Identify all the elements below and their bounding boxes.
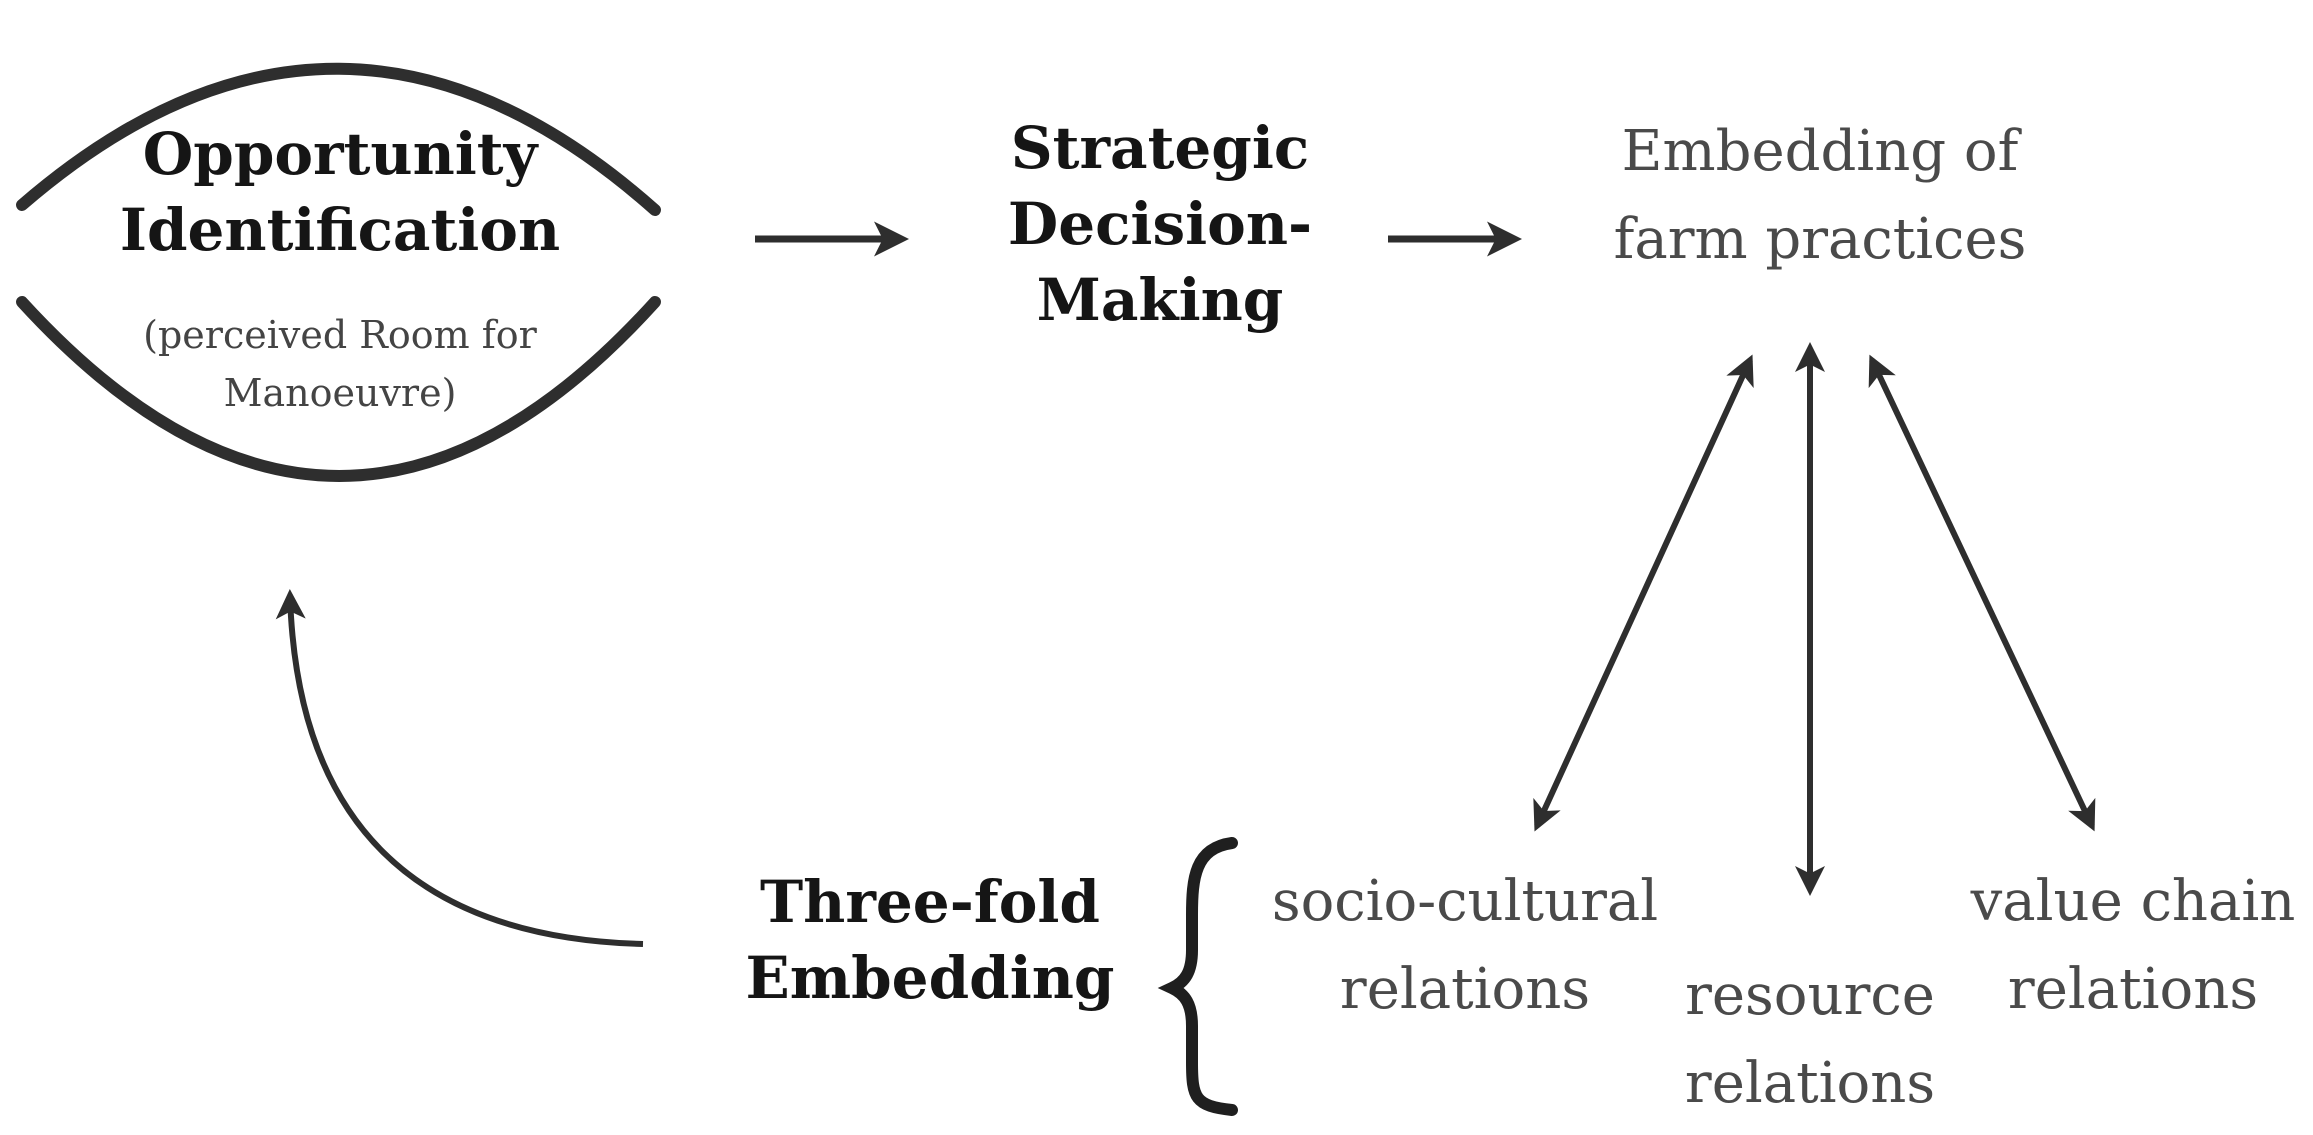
strategic-line1: Strategic <box>1010 114 1310 182</box>
socio-cultural-relations: socio-cultural relations <box>1255 858 1675 1034</box>
resource-relations: resource relations <box>1640 952 1980 1128</box>
curly-brace <box>1157 837 1238 1116</box>
arrow-threefold-to-opportunity <box>275 589 644 947</box>
opportunity-arc-bottom <box>16 296 661 482</box>
opportunity-arc-top <box>16 62 661 216</box>
embedding-of-farm-practices: Embedding of farm practices <box>1570 108 2070 284</box>
socio-line2: relations <box>1339 957 1591 1022</box>
strategic-decision-making: Strategic Decision- Making <box>960 110 1360 338</box>
strategic-line3: Making <box>1036 266 1284 334</box>
opportunity-title: Opportunity Identification <box>90 116 590 268</box>
threefold-line2: Embedding <box>745 944 1115 1012</box>
value-chain-relations: value chain relations <box>1968 858 2298 1034</box>
arrow-embedding-value <box>1868 354 2096 832</box>
value-line1: value chain <box>1970 869 2296 934</box>
opportunity-note: (perceived Room for Manoeuvre) <box>90 306 590 422</box>
socio-line1: socio-cultural <box>1271 869 1659 934</box>
opportunity-note-line2: Manoeuvre) <box>223 371 457 415</box>
opportunity-title-line1: Opportunity <box>142 120 538 188</box>
arrow-embedding-socio <box>1533 354 1754 832</box>
opportunity-title-line2: Identification <box>119 196 561 264</box>
resource-line2: relations <box>1684 1051 1936 1116</box>
strategic-line2: Decision- <box>1007 190 1313 258</box>
opportunity-note-line1: (perceived Room for <box>143 313 537 357</box>
embedding-line1: Embedding of <box>1621 119 2019 184</box>
value-line2: relations <box>2007 957 2259 1022</box>
three-fold-embedding: Three-fold Embedding <box>720 864 1140 1016</box>
resource-line1: resource <box>1685 963 1935 1028</box>
embedding-line2: farm practices <box>1613 207 2027 272</box>
threefold-line1: Three-fold <box>760 868 1100 936</box>
